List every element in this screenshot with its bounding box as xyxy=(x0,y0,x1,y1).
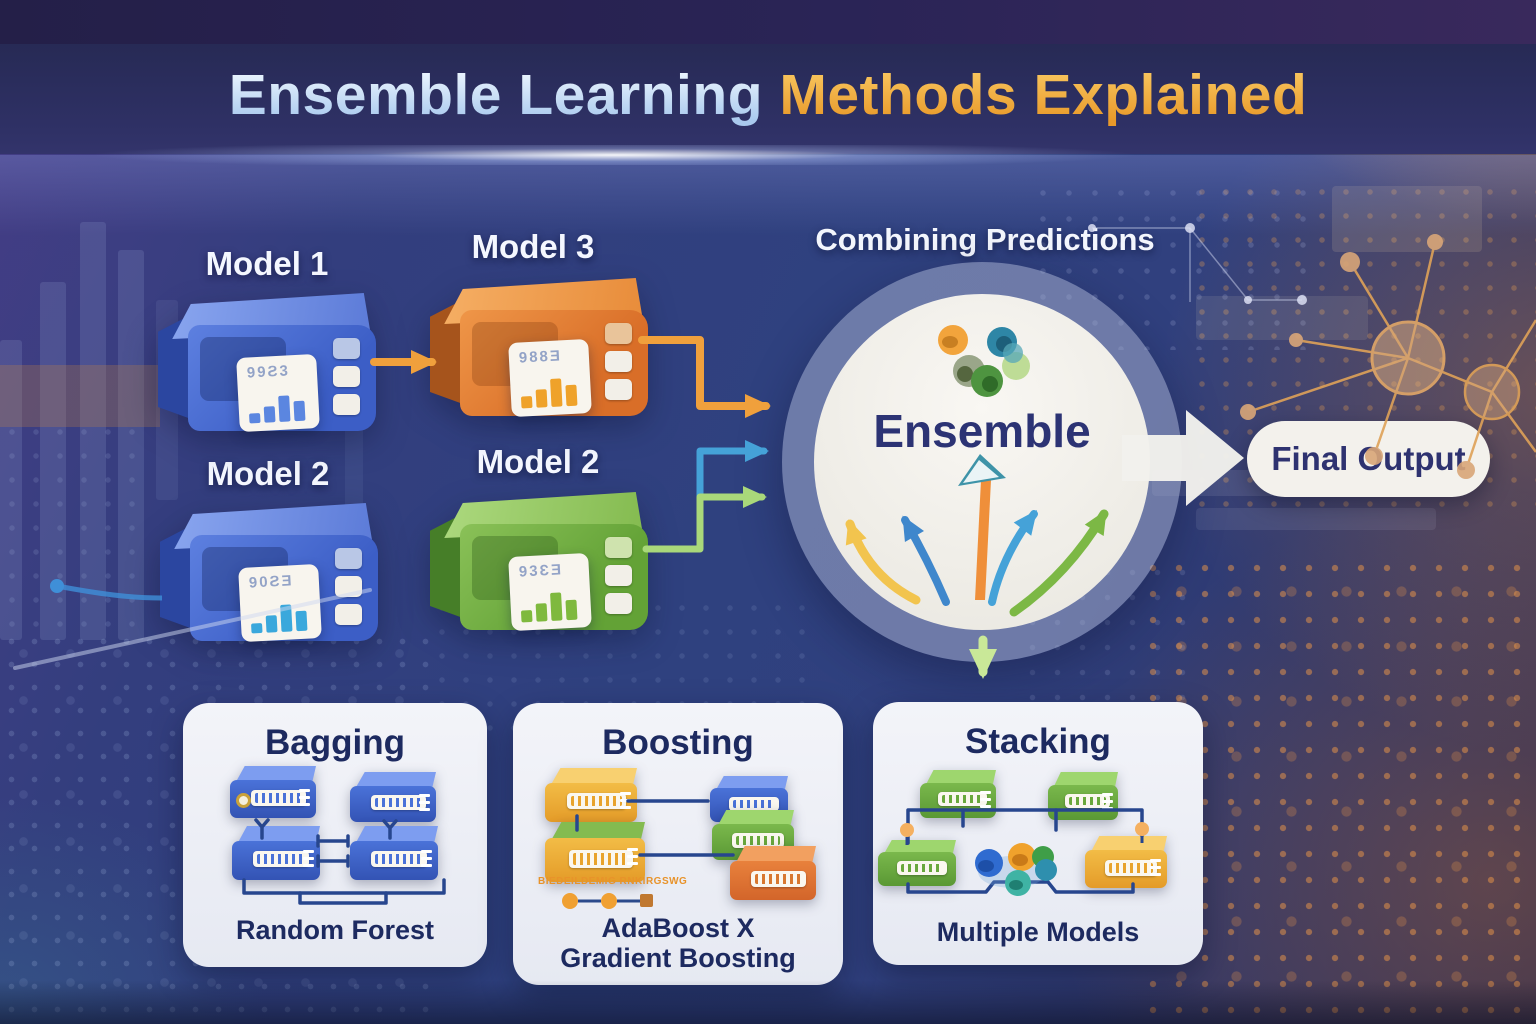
ensemble-label: Ensemble xyxy=(873,405,1091,457)
final-output-pill: Final Output xyxy=(1247,421,1490,497)
title-part-blue: Ensemble Learning xyxy=(228,63,764,127)
arrow-model3-to-ensemble xyxy=(638,336,771,418)
mini-bar-chart xyxy=(520,585,584,623)
bagging-panel: Bagging Random Forest xyxy=(183,703,487,967)
prediction-card: 93ƐƎ xyxy=(508,552,592,632)
box-buttons xyxy=(333,338,360,415)
decor-bar xyxy=(118,250,144,640)
decor-bar xyxy=(40,282,66,640)
prediction-card: 988Ǝ xyxy=(508,338,592,418)
server-box xyxy=(545,822,645,882)
bottom-vignette xyxy=(0,980,1536,1024)
title-part-orange: Methods Explained xyxy=(779,63,1308,127)
box-buttons xyxy=(335,548,362,625)
final-output-label: Final Output xyxy=(1271,440,1466,477)
title-underglow xyxy=(0,155,1536,235)
decor-band-orange xyxy=(0,365,160,427)
stacking-panel: Stacking Multiple Models xyxy=(873,702,1203,965)
server-box xyxy=(878,840,956,886)
combining-predictions-heading: Combining Predictions xyxy=(815,222,1155,257)
prediction-card: 99Ƨ3 xyxy=(236,353,320,433)
decor-rect xyxy=(1332,186,1482,252)
boosting-caption-line2: Gradient Boosting xyxy=(560,943,796,973)
server-box xyxy=(730,846,816,900)
mini-bar-chart xyxy=(520,371,584,409)
ensemble-circle xyxy=(814,294,1150,630)
decor-rect xyxy=(1196,296,1368,340)
decor-bar xyxy=(0,340,22,640)
prediction-value: 90ƧƎ xyxy=(248,572,295,592)
model-2a-box: 90ƧƎ xyxy=(160,503,378,643)
title-band xyxy=(0,44,1536,154)
box-buttons xyxy=(605,537,632,614)
boosting-caption-line1: AdaBoost X xyxy=(601,913,755,943)
decor-rect xyxy=(1196,508,1436,530)
stacking-title: Stacking xyxy=(965,722,1111,761)
model-1-label: Model 1 xyxy=(205,245,329,282)
box-buttons xyxy=(605,323,632,400)
top-edge xyxy=(0,0,1536,46)
prediction-card: 90ƧƎ xyxy=(238,563,322,643)
arrow-model2-to-ensemble xyxy=(642,486,767,553)
server-box xyxy=(350,772,436,822)
model-3-label: Model 3 xyxy=(471,228,595,265)
arrow-blue-to-ensemble xyxy=(696,440,769,522)
bagging-title: Bagging xyxy=(265,723,405,762)
server-box xyxy=(1085,836,1167,888)
server-box xyxy=(545,768,637,822)
model-3-box: 988Ǝ xyxy=(430,278,648,418)
boosting-panel: Boosting BIEDEILDEMIG RNKIRGSWG AdaBoost… xyxy=(513,703,843,985)
mini-bar-chart xyxy=(248,386,312,424)
server-box xyxy=(350,826,438,880)
prediction-value: 988Ǝ xyxy=(518,347,563,367)
model-1-box: 99Ƨ3 xyxy=(158,293,376,433)
mini-bar-chart xyxy=(250,596,314,634)
decorative-gibberish-text: BIEDEILDEMIG RNKIRGSWG xyxy=(538,876,688,887)
bagging-caption: Random Forest xyxy=(235,915,435,945)
model-2b-box: 93ƐƎ xyxy=(430,492,648,632)
decor-bar xyxy=(80,222,106,640)
prediction-value: 93ƐƎ xyxy=(518,561,564,581)
model-2a-label: Model 2 xyxy=(206,455,330,492)
model-2b-label: Model 2 xyxy=(476,443,600,480)
server-box xyxy=(232,826,320,880)
server-box xyxy=(230,766,316,818)
server-box xyxy=(920,770,996,818)
light-flare xyxy=(0,145,1536,165)
boosting-title: Boosting xyxy=(602,723,754,762)
stacking-caption: Multiple Models xyxy=(936,917,1140,947)
page-title: Ensemble Learning Methods Explained xyxy=(0,62,1536,128)
prediction-value: 99Ƨ3 xyxy=(246,362,291,382)
server-box xyxy=(1048,772,1118,820)
